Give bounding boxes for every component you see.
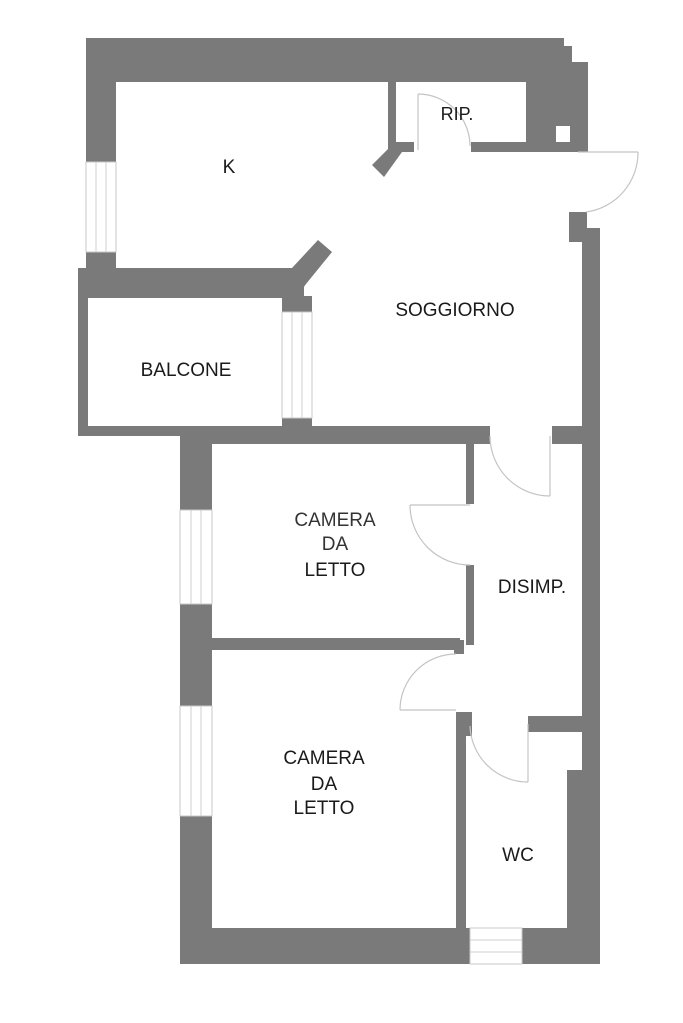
wall-balcony-left [78,282,88,436]
window-balcony [281,311,313,419]
wall-rip-bottom [471,142,571,152]
wall-kitchen-diag-upper [372,145,402,177]
wall-bedroom-left-top [180,426,212,510]
wall-between-bedrooms [180,638,460,650]
door-wc[interactable] [469,724,529,783]
wall-bedroom1-right-upper [466,440,474,504]
wall-bedroom2-right-stub [456,712,472,736]
doors [399,93,639,783]
room-label-bedroom-1-line-1: CAMERA [294,510,376,531]
wall-rip-left-stub [388,142,414,152]
room-label-hallway: DISIMP. [498,577,566,598]
wall-kitchen-diag-lower [292,240,332,298]
room-label-storage: RIP. [441,104,474,124]
wall-rip-right [526,80,556,152]
wall-bottom-right [522,928,600,964]
wall-balcony-right-upper [282,296,312,312]
door-bedroom-2[interactable] [399,653,457,711]
wall-entry-post [570,80,588,152]
room-label-bedroom-2-line-1: CAMERA [283,748,365,769]
wall-top [86,38,564,82]
wall-rip-left [388,80,396,152]
door-entrance[interactable] [578,151,639,213]
room-label-bedroom-2-line-3: LETTO [294,798,355,819]
wall-balcony-bottom [78,426,190,436]
room-label-kitchen: K [223,157,236,178]
door-hallway[interactable] [489,435,551,497]
room-label-balcony: BALCONE [141,360,232,381]
wall-kitchen-bottom [78,268,304,298]
wall-wc-right-notch [567,770,587,964]
wall-between-bedrooms-stub [454,640,464,654]
room-label-living: SOGGIORNO [395,300,514,321]
window-kitchen [85,161,117,253]
wall-bedroom-left-mid [180,604,212,706]
room-label-bedroom-1-line-2: DA [322,534,349,555]
room-labels: K RIP. SOGGIORNO BALCONE CAMERA DA LETTO… [141,104,567,866]
door-rip[interactable] [417,93,471,150]
walls [78,38,600,964]
wall-living-bottom-right [552,426,592,444]
wall-bottom-left [180,928,470,964]
window-wc [469,927,523,965]
window-bedroom-2 [179,705,213,817]
room-label-bedroom-1-line-3: LETTO [305,560,366,581]
wall-bedroom1-right-lower [466,565,474,645]
windows [85,161,523,965]
room-label-bathroom: WC [502,845,534,866]
window-bedroom-1 [179,509,213,605]
wall-bedroom2-right [456,712,466,964]
wall-kitchen-left-upper [86,38,116,162]
wall-living-bottom [180,426,490,444]
door-bedroom-1[interactable] [409,504,471,566]
room-label-bedroom-2-line-2: DA [311,774,338,795]
wall-wc-top [528,716,592,732]
